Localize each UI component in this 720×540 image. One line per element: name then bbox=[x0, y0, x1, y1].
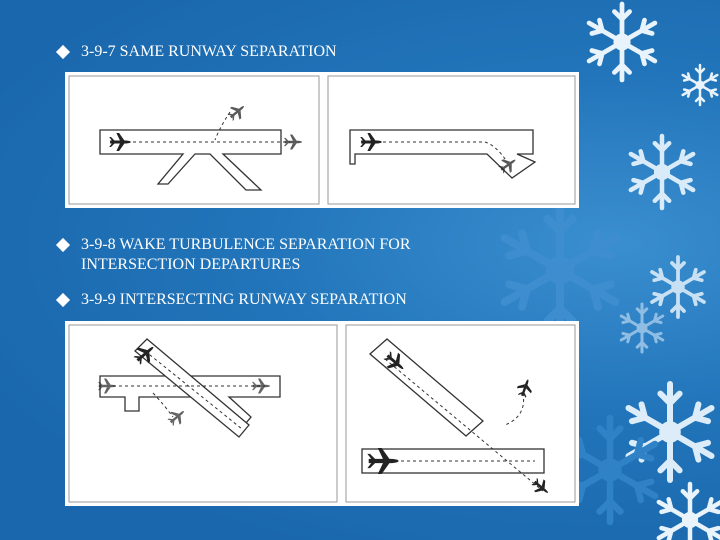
bullet-intersecting-runway: 3-9-9 INTERSECTING RUNWAY SEPARATION bbox=[55, 290, 521, 310]
diamond-bullet-icon bbox=[55, 44, 71, 60]
bullet-text: 3-9-8 WAKE TURBULENCE SEPARATION FOR INT… bbox=[81, 236, 411, 273]
diamond-bullet-icon bbox=[55, 237, 71, 253]
bullet-wake-turbulence: 3-9-8 WAKE TURBULENCE SEPARATION FOR INT… bbox=[55, 235, 521, 275]
diamond-bullet-icon bbox=[55, 292, 71, 308]
bullet-text: 3-9-9 INTERSECTING RUNWAY SEPARATION bbox=[81, 291, 407, 308]
same-runway-diagram bbox=[65, 72, 579, 208]
bullet-text: 3-9-7 SAME RUNWAY SEPARATION bbox=[81, 43, 337, 60]
bullet-same-runway: 3-9-7 SAME RUNWAY SEPARATION bbox=[55, 42, 521, 62]
intersecting-runway-diagram bbox=[65, 321, 579, 506]
